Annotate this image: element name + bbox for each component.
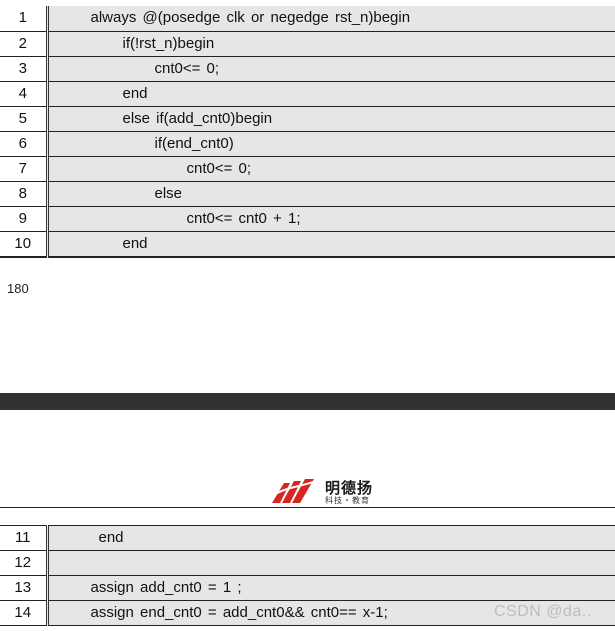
company-logo: 明德扬 科技・教育	[270, 475, 382, 507]
logo-title: 明德扬	[325, 480, 374, 497]
logo-mark-icon	[272, 479, 317, 503]
code-text: assign end_cnt0 = add_cnt0&& cnt0== x-1;	[45, 600, 615, 626]
code-text: cnt0<= 0;	[45, 55, 615, 82]
code-text: cnt0<= cnt0 + 1;	[45, 205, 615, 232]
page-divider	[0, 393, 615, 410]
line-number: 8	[0, 180, 48, 207]
code-text: end	[45, 80, 615, 107]
logo-subtitle: 科技・教育	[325, 496, 370, 505]
line-number: 2	[0, 30, 48, 57]
line-number: 12	[0, 550, 48, 576]
header-rule	[0, 507, 615, 508]
line-number: 10	[0, 230, 48, 257]
watermark: CSDN @da..	[494, 603, 592, 620]
code-text: else	[45, 180, 615, 207]
page-number: 180	[7, 281, 29, 296]
code-text: assign add_cnt0 = 1 ;	[45, 575, 615, 601]
line-number: 3	[0, 55, 48, 82]
code-text: end	[45, 525, 615, 551]
line-number: 14	[0, 600, 48, 626]
line-number: 7	[0, 155, 48, 182]
code-text: if(end_cnt0)	[45, 130, 615, 157]
code-text: cnt0<= 0;	[45, 155, 615, 182]
line-number: 6	[0, 130, 48, 157]
code-text: else if(add_cnt0)begin	[45, 105, 615, 132]
code-text	[45, 550, 615, 576]
line-number: 1	[0, 6, 48, 32]
line-number: 5	[0, 105, 48, 132]
code-text: always @(posedge clk or negedge rst_n)be…	[45, 6, 615, 32]
code-line: 12	[0, 550, 615, 576]
line-number: 9	[0, 205, 48, 232]
code-text: end	[45, 230, 615, 257]
code-text: if(!rst_n)begin	[45, 30, 615, 57]
line-number: 13	[0, 575, 48, 601]
line-number: 4	[0, 80, 48, 107]
line-number: 11	[0, 525, 48, 551]
